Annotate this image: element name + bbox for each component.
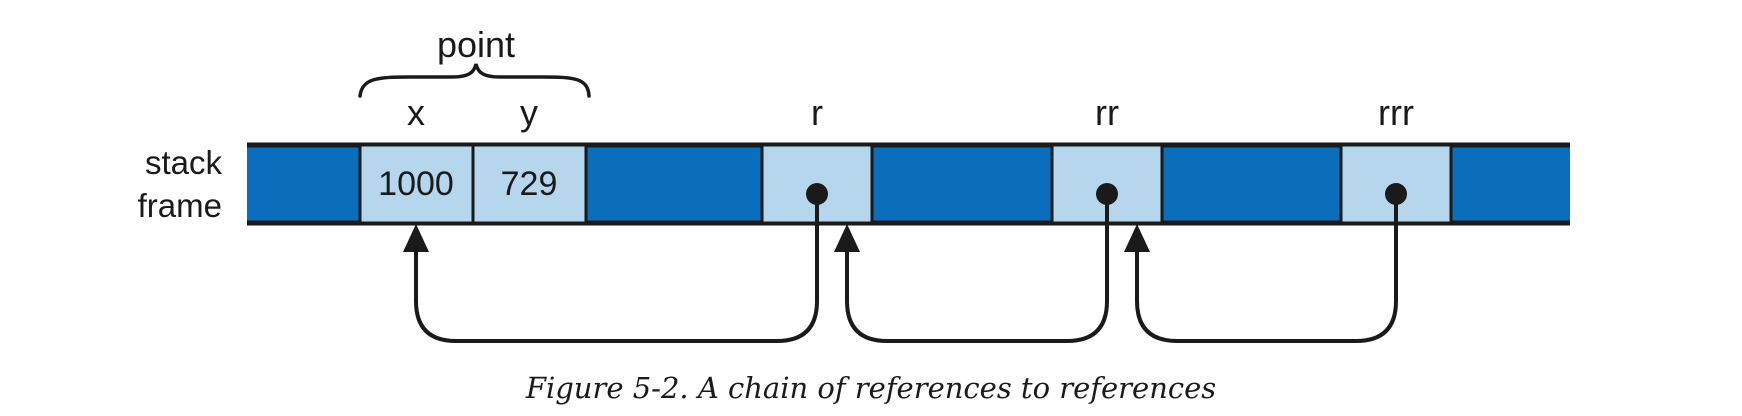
point-brace — [358, 63, 591, 98]
cell-x-value: 1000 — [378, 165, 454, 203]
arrowhead-x — [403, 224, 429, 252]
arrowhead-r — [834, 224, 860, 252]
cell-r-label: r — [811, 92, 823, 133]
figure-caption: Figure 5-2. A chain of references to ref… — [525, 371, 1216, 405]
cell-y: 729 y — [471, 92, 588, 225]
reference-rrr-to-rr — [1124, 183, 1407, 343]
reference-r-to-x — [403, 183, 828, 343]
frame-label-frame: frame — [138, 187, 222, 224]
cell-rr-label: rr — [1095, 92, 1119, 133]
cell-y-box — [471, 143, 588, 225]
reference-line-r-to-x — [414, 194, 819, 343]
reference-line-rrr-to-rr — [1135, 194, 1398, 343]
reference-line-rr-to-r — [845, 194, 1109, 343]
arrowhead-rr — [1124, 224, 1150, 252]
frame-label-stack: stack — [145, 144, 223, 181]
cell-x: 1000 x — [358, 92, 475, 225]
point-label: point — [437, 24, 515, 65]
cell-rrr-label: rrr — [1378, 92, 1414, 133]
cell-y-value: 729 — [501, 165, 558, 203]
cell-y-label: y — [520, 92, 538, 133]
reference-rr-to-r — [834, 183, 1118, 343]
cell-x-label: x — [407, 92, 425, 133]
